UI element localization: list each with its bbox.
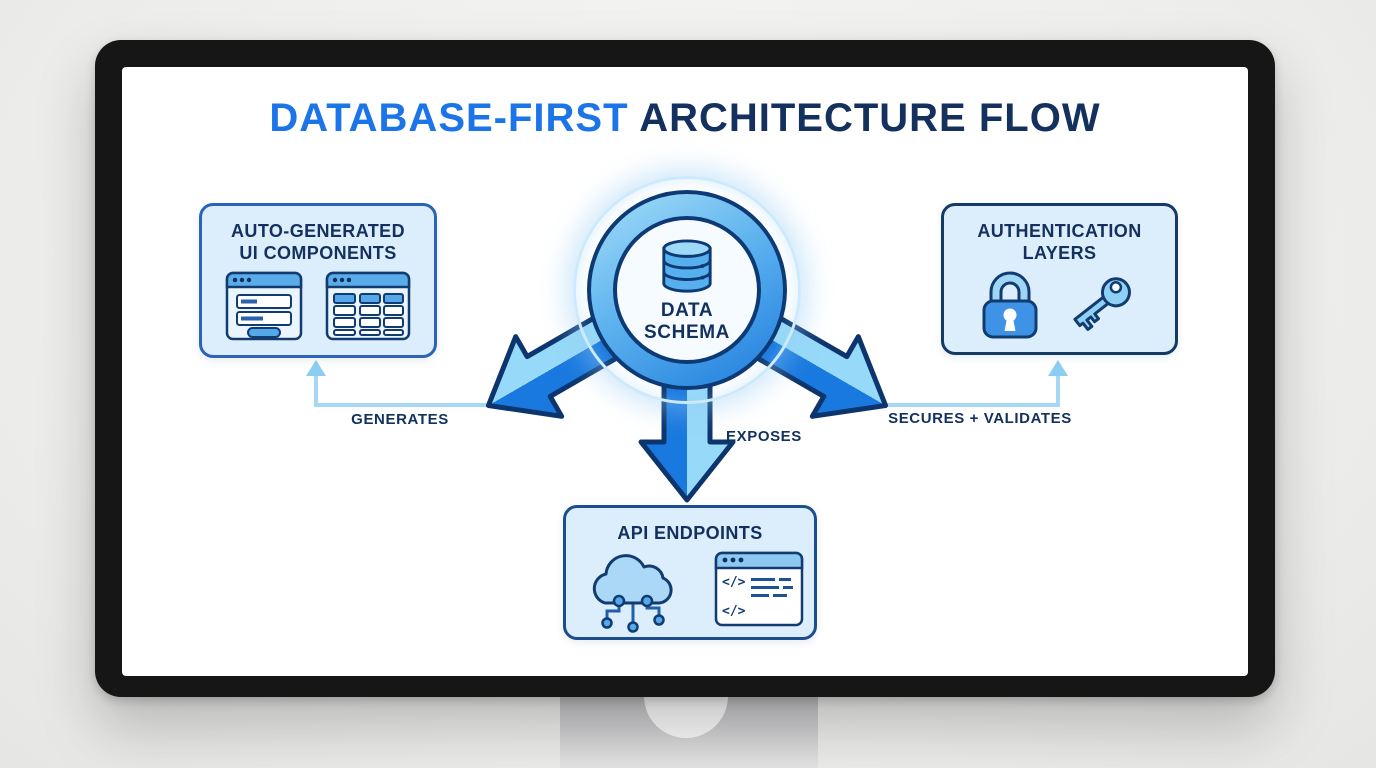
cloud-circuit-icon	[592, 554, 673, 633]
table-window-icon	[325, 271, 411, 341]
page-title: DATABASE-FIRST ARCHITECTURE FLOW	[122, 96, 1248, 141]
title-rest: ARCHITECTURE FLOW	[639, 96, 1101, 140]
node-data-schema: DATA SCHEMA	[613, 216, 761, 364]
form-window-icon	[225, 271, 303, 341]
node-authentication-layers: AUTHENTICATION LAYERS	[941, 203, 1178, 355]
svg-text:</>: </>	[722, 575, 746, 590]
auth-layers-icons	[944, 265, 1175, 352]
node-ui-components: AUTO-GENERATED UI COMPONENTS	[199, 203, 437, 358]
edge-label-generates: GENERATES	[351, 411, 449, 428]
ui-components-label: AUTO-GENERATED UI COMPONENTS	[231, 221, 405, 263]
schema-label: DATA SCHEMA	[644, 299, 730, 343]
auth-layers-label: AUTHENTICATION LAYERS	[977, 221, 1142, 263]
ui-components-icons	[202, 265, 434, 355]
database-icon	[662, 239, 712, 293]
api-endpoints-label: API ENDPOINTS	[617, 523, 763, 543]
code-window-icon: </> </>	[714, 551, 804, 627]
svg-text:</>: </>	[722, 604, 746, 619]
api-endpoints-icons: </> </>	[566, 545, 814, 641]
lock-icon	[982, 272, 1037, 339]
node-api-endpoints: API ENDPOINTS </>	[563, 505, 817, 640]
edge-label-exposes: EXPOSES	[726, 428, 802, 445]
title-highlight: DATABASE-FIRST	[269, 96, 629, 140]
key-icon	[1072, 277, 1131, 332]
edge-label-secures: SECURES + VALIDATES	[888, 410, 1072, 427]
